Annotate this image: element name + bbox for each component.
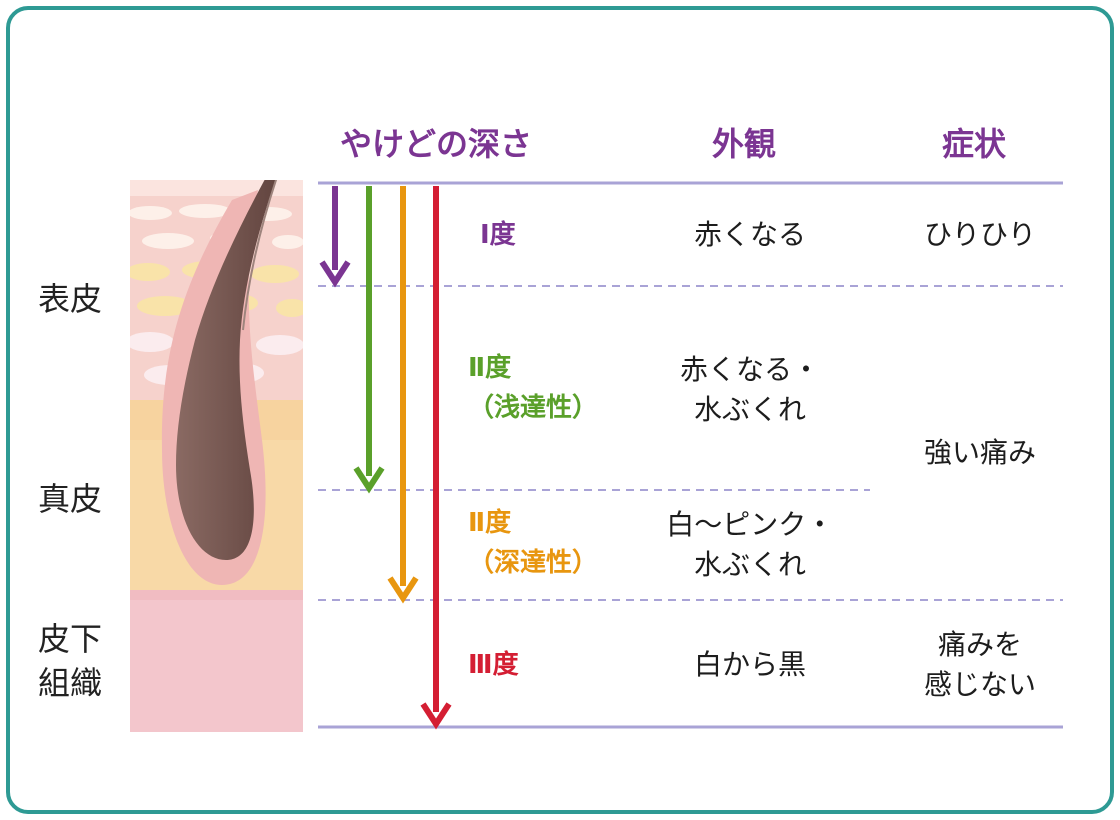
appearance-second-deep-2: 水ぶくれ <box>693 548 806 581</box>
degree-second-superficial: Ⅱ度 <box>468 353 512 383</box>
arrow-second-superficial <box>353 186 385 494</box>
degree-second-deep-sub: （深達性） <box>468 548 599 578</box>
arrow-second-deep <box>387 186 419 604</box>
degree-first: Ⅰ度 <box>480 220 516 250</box>
appearance-second-superficial-1: 赤くなる・ <box>679 353 820 386</box>
symptom-third-1: 痛みを <box>937 628 1022 661</box>
header-appearance: 外観 <box>712 125 777 163</box>
symptom-second: 強い痛み <box>923 436 1036 469</box>
appearance-second-superficial-2: 水ぶくれ <box>693 393 806 426</box>
degree-second-deep: Ⅱ度 <box>468 508 512 538</box>
label-subcutaneous-2: 組織 <box>38 664 103 702</box>
degree-third: Ⅲ度 <box>468 650 519 680</box>
degree-second-superficial-sub: （浅達性） <box>468 393 599 423</box>
table-rules <box>318 181 1063 729</box>
arrow-third-degree <box>420 186 452 730</box>
label-dermis: 真皮 <box>38 480 103 518</box>
symptom-first: ひりひり <box>923 218 1036 251</box>
appearance-third: 白から黒 <box>693 648 806 681</box>
appearance-second-deep-1: 白〜ピンク・ <box>666 508 834 541</box>
header-symptom: 症状 <box>942 125 1007 163</box>
symptom-third-2: 感じない <box>923 668 1036 701</box>
appearance-first: 赤くなる <box>693 218 806 251</box>
label-subcutaneous-1: 皮下 <box>38 620 103 658</box>
header-depth: やけどの深さ <box>340 125 533 163</box>
label-epidermis: 表皮 <box>38 280 103 318</box>
subcutaneous-layer <box>130 590 303 732</box>
arrow-first-degree <box>319 186 351 288</box>
